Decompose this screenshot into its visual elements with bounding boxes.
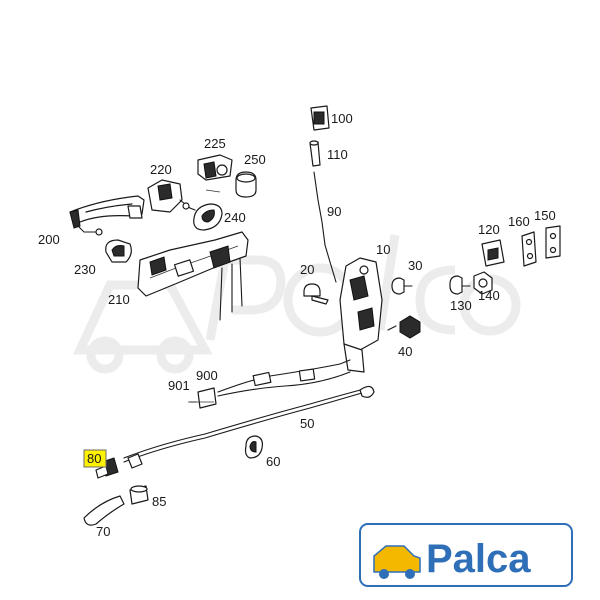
label-250: 250 <box>244 152 266 167</box>
label-50: 50 <box>300 416 314 431</box>
part-225-lock-cylinder <box>197 154 233 181</box>
leader-lines <box>188 189 221 403</box>
part-90-rod <box>313 171 337 283</box>
label-140: 140 <box>478 288 500 303</box>
palca-logo: Palca <box>359 523 573 587</box>
part-240-seal <box>193 203 223 231</box>
part-250-cap <box>235 171 257 198</box>
label-210: 210 <box>108 292 130 307</box>
label-60: 60 <box>266 454 280 469</box>
label-100: 100 <box>331 111 353 126</box>
label-20: 20 <box>300 262 314 277</box>
label-30: 30 <box>408 258 422 273</box>
highlight-80 <box>83 449 107 468</box>
part-85-bushing <box>129 485 149 505</box>
label-900: 900 <box>196 368 218 383</box>
label-225: 225 <box>204 136 226 151</box>
part-230-gasket <box>105 239 132 263</box>
part-220-lock-mechanism <box>147 179 196 213</box>
part-60-clip <box>244 435 263 459</box>
part-120-striker <box>481 239 505 267</box>
part-900-wiring-harness <box>217 359 351 397</box>
part-200-door-handle <box>69 195 145 236</box>
part-901-connector <box>189 387 217 409</box>
part-140-nut <box>473 271 493 295</box>
callout-labels: 100 110 90 225 220 250 240 200 230 210 1… <box>38 111 556 539</box>
part-70-cover <box>83 495 125 526</box>
label-70: 70 <box>96 524 110 539</box>
label-40: 40 <box>398 344 412 359</box>
part-160-plate <box>521 231 537 267</box>
part-150-plate <box>545 225 561 259</box>
label-230: 230 <box>74 262 96 277</box>
label-90: 90 <box>327 204 341 219</box>
part-210-handle-carrier <box>137 231 249 321</box>
label-160: 160 <box>508 214 530 229</box>
label-85: 85 <box>152 494 166 509</box>
label-110: 110 <box>327 147 348 162</box>
label-120: 120 <box>478 222 500 237</box>
part-110-pin <box>309 140 321 167</box>
part-30-screw <box>391 277 413 295</box>
label-220: 220 <box>150 162 172 177</box>
part-130-screw <box>449 275 471 295</box>
part-10-door-lock <box>339 257 383 373</box>
label-10: 10 <box>376 242 390 257</box>
label-130: 130 <box>450 298 472 313</box>
label-240: 240 <box>224 210 246 225</box>
car-icon <box>373 545 421 579</box>
part-20-screw <box>303 283 329 305</box>
part-50-cable <box>123 385 375 469</box>
label-200: 200 <box>38 232 60 247</box>
logo-text: Palca <box>426 537 531 581</box>
part-40-screw <box>387 315 421 339</box>
part-100-clip <box>310 105 330 131</box>
label-901: 901 <box>168 378 190 393</box>
label-80: 80 <box>87 451 101 466</box>
label-150: 150 <box>534 208 556 223</box>
